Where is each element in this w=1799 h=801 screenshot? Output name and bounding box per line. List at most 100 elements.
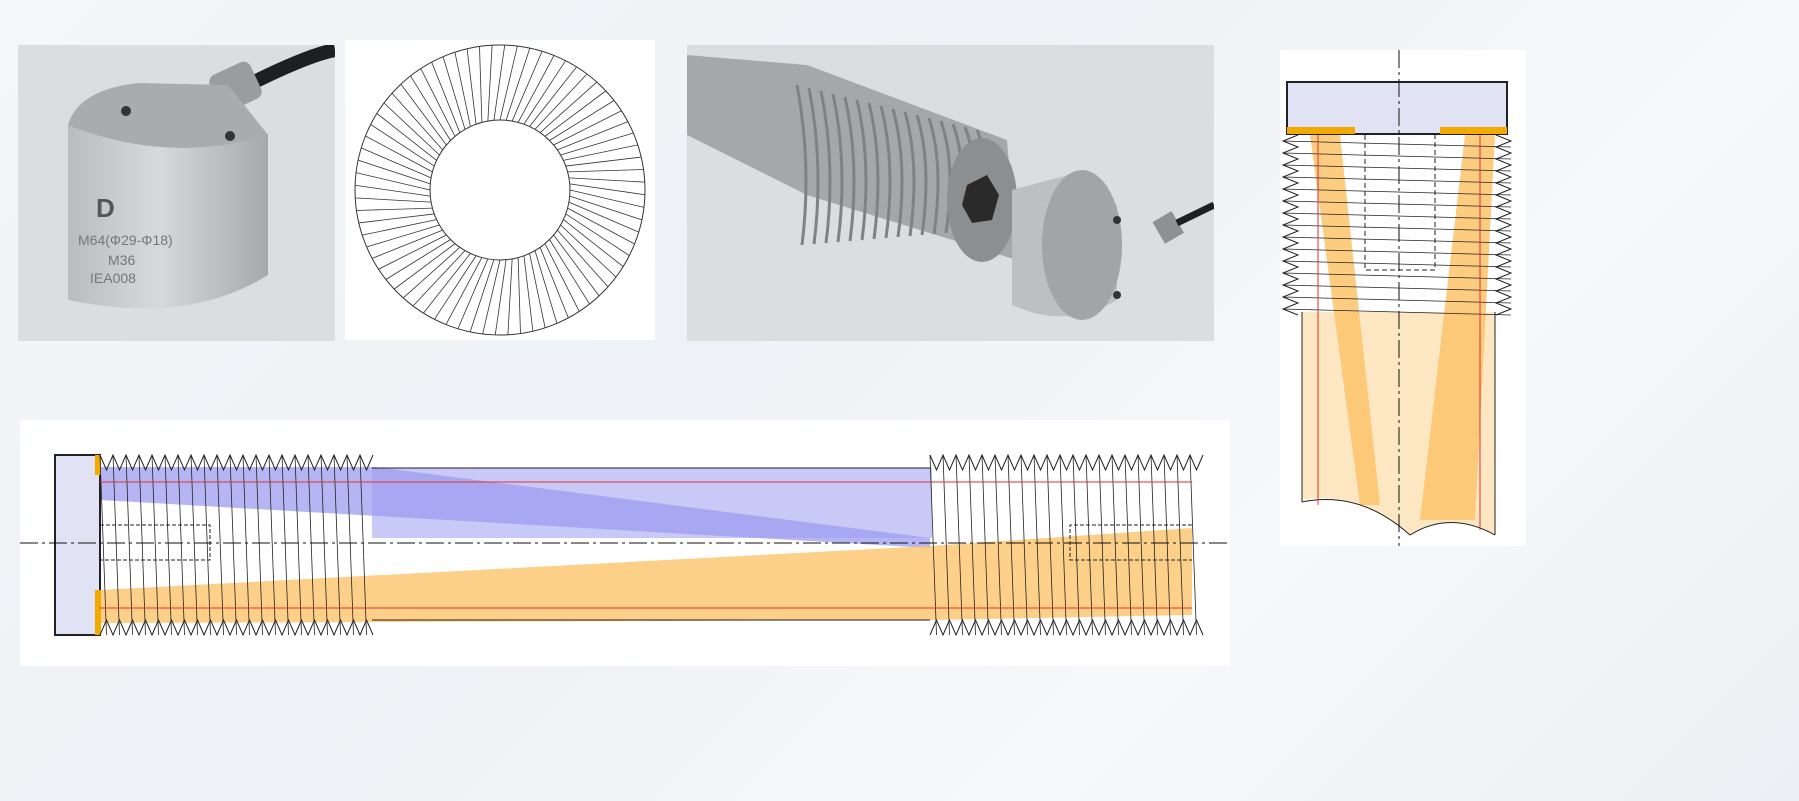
orange-zone-left: [1310, 135, 1380, 505]
thread-line: [1059, 454, 1067, 636]
ring-segment: [534, 73, 588, 130]
logo: D: [96, 193, 115, 223]
ring-inner: [429, 119, 571, 261]
ring-segment: [553, 234, 600, 297]
bolt-sensor-photo: [687, 45, 1214, 341]
ring-segment: [400, 83, 447, 146]
ring-segment: [466, 48, 477, 125]
ring-segment: [371, 229, 443, 259]
bore: [1364, 135, 1436, 271]
bolt-head: [54, 454, 101, 636]
bolt-head: [1286, 81, 1508, 135]
thread-left: [1281, 134, 1300, 316]
thread-line: [1282, 152, 1512, 160]
ring-segment: [549, 239, 590, 305]
ring-segment: [557, 121, 629, 151]
ring-segment: [402, 247, 461, 299]
thread-line: [1163, 454, 1171, 636]
ring-segment: [423, 253, 471, 314]
thread-ridge: [831, 93, 844, 243]
thread-line: [981, 454, 989, 636]
contact-right: [1440, 127, 1507, 134]
thread-line: [1150, 454, 1158, 636]
contact-left: [1287, 127, 1355, 134]
ring-segment: [482, 259, 501, 335]
thread-ridge: [891, 108, 904, 238]
blue-shank-zone: [372, 468, 932, 538]
thread-line: [268, 454, 276, 636]
engraving-line2: M36: [108, 252, 135, 268]
contact-bottom: [95, 590, 101, 635]
thread-line: [190, 454, 198, 636]
thread-line: [1072, 454, 1080, 636]
ring-segment: [431, 61, 461, 133]
ring-segment: [469, 259, 495, 333]
ring-segment: [355, 172, 431, 191]
thread-line: [1033, 454, 1041, 636]
ring-segment: [487, 45, 493, 122]
ring-segment: [457, 258, 489, 329]
thread-ridge: [927, 117, 940, 235]
break-line: [1301, 499, 1496, 536]
ring-segment: [378, 234, 447, 270]
ring-segment: [544, 90, 607, 137]
thread-line: [112, 454, 120, 636]
thread-line: [1176, 454, 1184, 636]
ring-segment: [568, 201, 639, 233]
thread-line: [177, 454, 185, 636]
ring-segment: [499, 45, 518, 121]
ring-segment: [534, 250, 558, 324]
ring-segment: [505, 47, 531, 121]
thread-line: [942, 454, 950, 636]
ring-segment: [410, 75, 451, 141]
ring-segment: [420, 68, 456, 137]
ring-segment: [412, 250, 466, 307]
thread-line: [1189, 454, 1197, 636]
ring-segment: [560, 224, 617, 278]
ring-segment: [366, 224, 440, 248]
thread-ridge: [795, 84, 808, 246]
ring-segment-diagram: [345, 40, 655, 340]
thread-line: [255, 454, 263, 636]
thread-line: [1282, 236, 1512, 244]
ring-segment: [569, 195, 643, 221]
ring-segment: [568, 177, 645, 183]
thread-top: [929, 453, 1204, 472]
ring-segment: [517, 55, 555, 123]
ring-segment: [560, 132, 634, 156]
ring-segment: [567, 207, 635, 245]
ring-segment: [567, 169, 644, 173]
thread-line: [151, 454, 159, 636]
engraving-line3: IEA008: [90, 270, 136, 286]
thread-line: [1282, 308, 1512, 316]
ring-segment: [517, 257, 521, 334]
engraving-line1: M64(Φ29-Φ18): [78, 232, 173, 248]
thread-line: [216, 454, 224, 636]
ring-segment: [434, 255, 477, 320]
ring-segment: [523, 60, 566, 125]
ring-segment: [356, 207, 433, 211]
ring-segment: [507, 258, 513, 335]
thread-line: [1085, 454, 1093, 636]
ring-segment: [544, 243, 580, 312]
thread-ridge: [807, 87, 820, 245]
ring-segment: [529, 66, 577, 127]
thread-line: [164, 454, 172, 636]
vertical-bolt-diagram: [1280, 50, 1526, 546]
ring-segment: [442, 56, 466, 130]
thread-bottom: [929, 618, 1204, 637]
ring-segment: [355, 197, 432, 203]
thread-line: [1020, 454, 1028, 636]
ring-segment: [565, 156, 642, 167]
thread-ridge: [867, 102, 880, 240]
thread-line: [955, 454, 963, 636]
thread-line: [1282, 248, 1512, 256]
shank-fill: [1302, 312, 1495, 535]
thread-line: [1007, 454, 1015, 636]
thread-line: [346, 454, 354, 636]
thread-line: [320, 454, 328, 636]
thread-line: [1282, 272, 1512, 280]
ring-segment: [376, 113, 437, 161]
horizontal-bolt-diagram: [20, 420, 1230, 666]
thread-ridge: [915, 114, 928, 236]
